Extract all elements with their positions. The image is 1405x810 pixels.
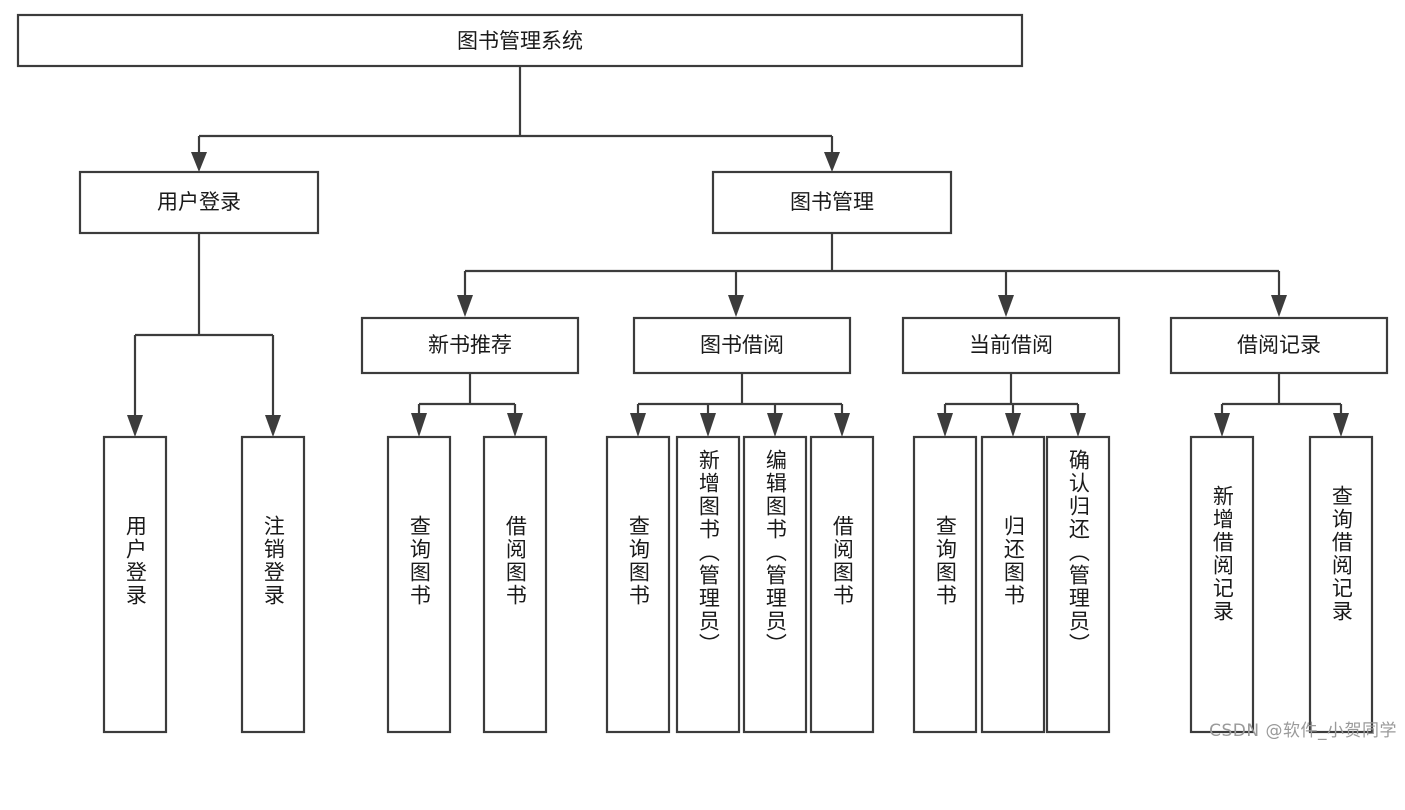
- leaf-box-0[interactable]: [102, 435, 168, 734]
- arrow-head-icon: [265, 415, 281, 437]
- connector-group-current-borrow: [937, 373, 1086, 437]
- node-borrow-record[interactable]: 借阅记录: [1169, 316, 1389, 375]
- leaf-box-3[interactable]: [482, 435, 548, 734]
- arrow-head-icon: [457, 295, 473, 317]
- arrow-head-icon: [411, 413, 427, 437]
- arrow-head-icon: [630, 413, 646, 437]
- leaf-box-7[interactable]: [809, 435, 875, 734]
- node-book-manage[interactable]: 图书管理: [711, 170, 953, 235]
- leaf-box-2[interactable]: [386, 435, 452, 734]
- diagram-canvas: 图书管理系统 用户登录 图书管理 新书推荐 图书借阅 当前借阅 借阅记录: [16, 13, 1397, 741]
- leaf-box-5[interactable]: [675, 435, 741, 734]
- node-user-login-box[interactable]: [78, 170, 320, 235]
- node-book-manage-label: 图书管理: [790, 190, 874, 214]
- arrow-head-icon: [728, 295, 744, 317]
- arrow-head-icon: [834, 413, 850, 437]
- node-current-borrow-box[interactable]: [901, 316, 1121, 375]
- node-book-manage-box[interactable]: [711, 170, 953, 235]
- arrow-head-icon: [191, 152, 207, 172]
- node-current-borrow-label: 当前借阅: [969, 333, 1053, 357]
- node-user-login-label: 用户登录: [157, 190, 241, 214]
- diagram-svg: 图书管理系统 用户登录 图书管理 新书推荐 图书借阅 当前借阅 借阅记录: [16, 13, 1389, 734]
- node-book-borrow-label: 图书借阅: [700, 333, 784, 357]
- node-borrow-record-box[interactable]: [1169, 316, 1389, 375]
- node-new-book-rec-box[interactable]: [360, 316, 580, 375]
- node-new-book-rec-label: 新书推荐: [428, 333, 512, 357]
- connector-group-book-manage: [457, 233, 1287, 317]
- arrow-head-icon: [998, 295, 1014, 317]
- connector-group-new-book: [411, 373, 523, 437]
- node-book-borrow[interactable]: 图书借阅: [632, 316, 852, 375]
- arrow-head-icon: [767, 413, 783, 437]
- node-current-borrow[interactable]: 当前借阅: [901, 316, 1121, 375]
- node-book-borrow-box[interactable]: [632, 316, 852, 375]
- csdn-watermark: CSDN @软件_小贺同学: [1209, 721, 1397, 741]
- leaf-box-9[interactable]: [980, 435, 1046, 734]
- leaf-box-12[interactable]: [1308, 435, 1374, 734]
- arrow-head-icon: [507, 413, 523, 437]
- arrow-head-icon: [700, 413, 716, 437]
- arrow-head-icon: [1271, 295, 1287, 317]
- leaf-box-8[interactable]: [912, 435, 978, 734]
- node-root-label: 图书管理系统: [457, 29, 583, 53]
- arrow-head-icon: [937, 413, 953, 437]
- leaf-box-10[interactable]: [1045, 435, 1111, 734]
- node-root-box[interactable]: [16, 13, 1024, 68]
- leaf-box-4[interactable]: [605, 435, 671, 734]
- arrow-head-icon: [824, 152, 840, 172]
- arrow-head-icon: [1214, 413, 1230, 437]
- connector-group-borrow: [630, 373, 850, 437]
- leaf-box-1[interactable]: [240, 435, 306, 734]
- connector-group-user-login: [127, 233, 281, 437]
- arrow-head-icon: [1333, 413, 1349, 437]
- arrow-head-icon: [1005, 413, 1021, 437]
- leaf-box-6[interactable]: [742, 435, 808, 734]
- connector-group-record: [1214, 373, 1349, 437]
- node-new-book-rec[interactable]: 新书推荐: [360, 316, 580, 375]
- node-user-login[interactable]: 用户登录: [78, 170, 320, 235]
- connector-group-root: [191, 66, 840, 172]
- node-root[interactable]: 图书管理系统: [16, 13, 1024, 68]
- arrow-head-icon: [127, 415, 143, 437]
- leaf-box-11[interactable]: [1189, 435, 1255, 734]
- arrow-head-icon: [1070, 413, 1086, 437]
- node-borrow-record-label: 借阅记录: [1237, 333, 1321, 357]
